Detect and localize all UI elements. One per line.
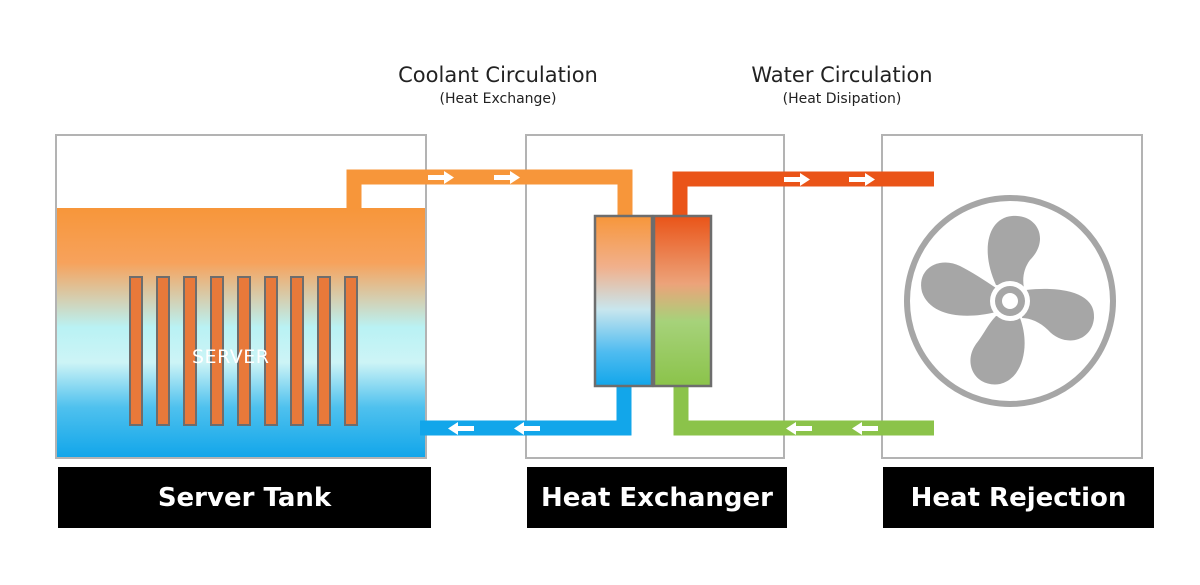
heat-exchanger-water-side bbox=[652, 214, 713, 388]
water-title: Water Circulation bbox=[751, 63, 933, 87]
coolant-circulation-title: Coolant Circulation (Heat Exchange) bbox=[358, 63, 638, 107]
cold-coolant-pipe bbox=[420, 386, 632, 436]
heat-rejection-label: Heat Rejection bbox=[883, 467, 1154, 528]
server-label: SERVER bbox=[192, 346, 270, 368]
flow-arrow-icon bbox=[784, 173, 810, 186]
heat-exchanger-coolant-side bbox=[593, 214, 654, 388]
cold-water-pipe bbox=[673, 386, 934, 436]
flow-arrow-icon bbox=[849, 173, 875, 186]
coolant-title: Coolant Circulation bbox=[398, 63, 598, 87]
server-tank-frame bbox=[55, 134, 427, 459]
server-blades bbox=[129, 276, 358, 426]
flow-arrow-icon bbox=[852, 422, 878, 435]
heat-exchanger-label: Heat Exchanger bbox=[527, 467, 787, 528]
heat-exchanger-frame bbox=[525, 134, 785, 459]
fan-icon bbox=[904, 195, 1116, 407]
flow-arrow-icon bbox=[428, 171, 454, 184]
hot-coolant-pipe bbox=[346, 169, 633, 216]
server-tank-label: Server Tank bbox=[58, 467, 431, 528]
water-subtitle: (Heat Disipation) bbox=[782, 91, 902, 107]
flow-arrow-icon bbox=[494, 171, 520, 184]
water-circulation-title: Water Circulation (Heat Disipation) bbox=[712, 63, 972, 107]
flow-arrow-icon bbox=[448, 422, 474, 435]
flow-arrow-icon bbox=[514, 422, 540, 435]
coolant-subtitle: (Heat Exchange) bbox=[439, 91, 557, 107]
flow-arrow-icon bbox=[786, 422, 812, 435]
heat-rejection-frame bbox=[881, 134, 1143, 459]
hot-water-pipe bbox=[672, 171, 934, 216]
